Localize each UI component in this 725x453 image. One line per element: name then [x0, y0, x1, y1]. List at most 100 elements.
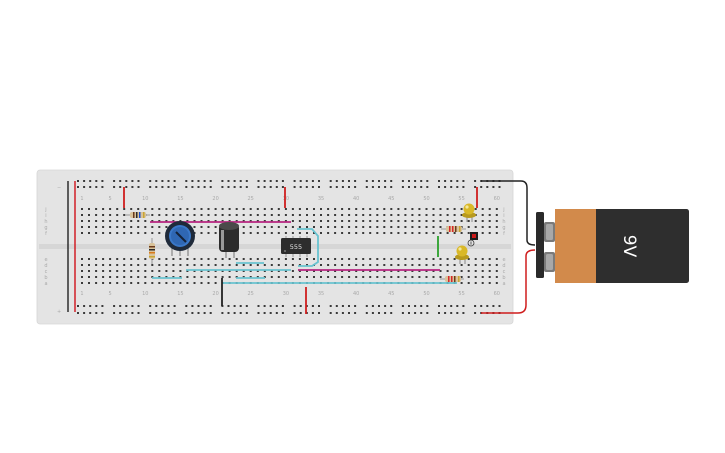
breadboard-hole[interactable] [109, 264, 112, 266]
breadboard-hole[interactable] [95, 208, 98, 210]
pushbutton[interactable] [467, 232, 478, 247]
breadboard-hole[interactable] [186, 258, 189, 260]
power-rail-hole[interactable] [420, 312, 423, 314]
battery-wire-red[interactable] [481, 249, 536, 314]
breadboard-hole[interactable] [397, 258, 400, 260]
power-rail-hole[interactable] [83, 186, 86, 188]
breadboard-hole[interactable] [221, 276, 224, 278]
breadboard-hole[interactable] [369, 226, 372, 228]
power-rail-hole[interactable] [365, 186, 368, 188]
breadboard-hole[interactable] [102, 270, 105, 272]
breadboard-hole[interactable] [334, 208, 337, 210]
breadboard-hole[interactable] [235, 208, 238, 210]
power-rail-hole[interactable] [155, 305, 158, 307]
breadboard-hole[interactable] [158, 208, 161, 210]
breadboard-hole[interactable] [95, 220, 98, 222]
power-rail-hole[interactable] [426, 305, 429, 307]
breadboard-hole[interactable] [165, 226, 168, 228]
breadboard-hole[interactable] [355, 270, 358, 272]
breadboard-hole[interactable] [460, 220, 463, 222]
breadboard-hole[interactable] [172, 208, 175, 210]
breadboard-hole[interactable] [369, 270, 372, 272]
power-rail-hole[interactable] [498, 305, 501, 307]
breadboard-hole[interactable] [130, 276, 133, 278]
breadboard-hole[interactable] [341, 232, 344, 234]
power-rail-hole[interactable] [257, 305, 260, 307]
breadboard-hole[interactable] [425, 270, 428, 272]
power-rail-hole[interactable] [161, 312, 164, 314]
power-rail-hole[interactable] [77, 305, 79, 307]
breadboard-hole[interactable] [235, 264, 238, 266]
breadboard-hole[interactable] [390, 214, 393, 216]
breadboard-hole[interactable] [221, 208, 224, 210]
breadboard-hole[interactable] [467, 232, 470, 234]
power-rail-hole[interactable] [335, 312, 338, 314]
breadboard-hole[interactable] [221, 214, 224, 216]
power-rail-hole[interactable] [365, 180, 368, 182]
breadboard-hole[interactable] [404, 264, 407, 266]
breadboard-hole[interactable] [116, 264, 119, 266]
breadboard-hole[interactable] [355, 220, 358, 222]
power-rail-hole[interactable] [263, 312, 266, 314]
power-rail-hole[interactable] [426, 186, 429, 188]
power-rail-hole[interactable] [101, 312, 104, 314]
power-rail-hole[interactable] [311, 305, 314, 307]
breadboard-hole[interactable] [186, 214, 189, 216]
breadboard-hole[interactable] [404, 270, 407, 272]
breadboard-hole[interactable] [467, 220, 470, 222]
power-rail-hole[interactable] [233, 186, 236, 188]
power-rail-hole[interactable] [444, 305, 447, 307]
breadboard-hole[interactable] [418, 232, 421, 234]
power-rail-hole[interactable] [354, 186, 357, 188]
breadboard-hole[interactable] [425, 264, 428, 266]
breadboard-hole[interactable] [411, 208, 414, 210]
breadboard-hole[interactable] [116, 214, 119, 216]
breadboard-hole[interactable] [298, 270, 301, 272]
battery-wire-black[interactable] [481, 180, 536, 246]
breadboard-hole[interactable] [228, 208, 231, 210]
power-rail-hole[interactable] [167, 186, 170, 188]
breadboard-hole[interactable] [474, 220, 477, 222]
breadboard-hole[interactable] [88, 264, 90, 266]
breadboard-hole[interactable] [369, 208, 372, 210]
breadboard-hole[interactable] [242, 276, 245, 278]
breadboard-hole[interactable] [214, 270, 217, 272]
breadboard-hole[interactable] [306, 214, 308, 216]
power-rail-hole[interactable] [197, 186, 200, 188]
breadboard-hole[interactable] [242, 270, 245, 272]
led-bottom[interactable] [455, 245, 469, 265]
breadboard-hole[interactable] [362, 264, 365, 266]
breadboard-hole[interactable] [404, 258, 407, 260]
power-rail-hole[interactable] [498, 186, 501, 188]
breadboard-hole[interactable] [256, 270, 259, 272]
power-rail-hole[interactable] [348, 186, 350, 188]
breadboard-hole[interactable] [432, 232, 435, 234]
breadboard-hole[interactable] [95, 276, 98, 278]
breadboard-hole[interactable] [369, 232, 372, 234]
power-rail-hole[interactable] [101, 305, 104, 307]
power-rail-hole[interactable] [95, 180, 98, 182]
breadboard-hole[interactable] [165, 276, 168, 278]
breadboard-hole[interactable] [397, 208, 400, 210]
power-rail-hole[interactable] [384, 186, 387, 188]
breadboard-hole[interactable] [151, 232, 154, 234]
breadboard-hole[interactable] [144, 270, 147, 272]
breadboard-hole[interactable] [390, 226, 393, 228]
breadboard-hole[interactable] [284, 270, 287, 272]
breadboard-hole[interactable] [270, 214, 273, 216]
breadboard-hole[interactable] [263, 208, 266, 210]
breadboard-hole[interactable] [446, 232, 449, 234]
power-rail-hole[interactable] [227, 186, 230, 188]
breadboard-hole[interactable] [390, 258, 393, 260]
power-rail-hole[interactable] [167, 305, 170, 307]
breadboard-hole[interactable] [284, 276, 287, 278]
power-rail-hole[interactable] [311, 180, 314, 182]
breadboard-hole[interactable] [425, 232, 428, 234]
breadboard-hole[interactable] [172, 276, 175, 278]
power-rail-hole[interactable] [401, 180, 404, 182]
breadboard-hole[interactable] [291, 226, 294, 228]
power-rail-hole[interactable] [462, 305, 465, 307]
breadboard-hole[interactable] [137, 258, 140, 260]
breadboard-hole[interactable] [383, 208, 386, 210]
breadboard-hole[interactable] [179, 264, 182, 266]
